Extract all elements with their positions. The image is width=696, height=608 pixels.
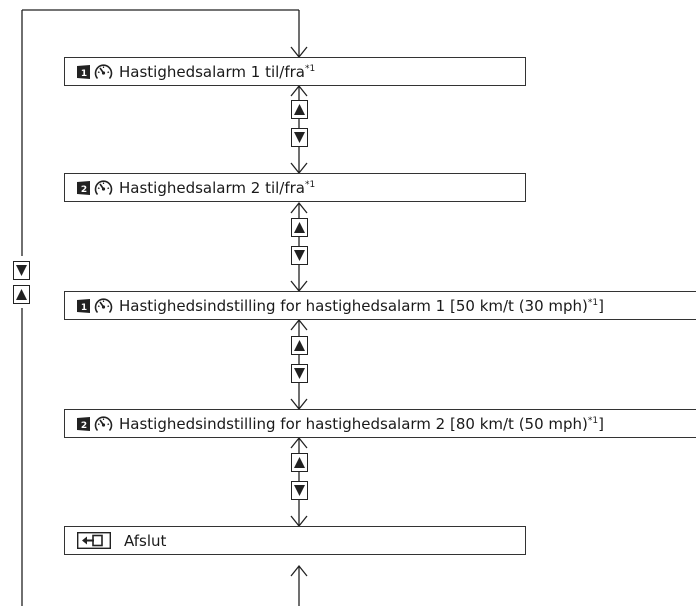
menu-item-speed-setting-alarm-1[interactable]: 1 Hastighedsindstilling for hastighedsal…: [64, 291, 696, 320]
down-arrow-button[interactable]: [291, 364, 308, 383]
triangle-down-icon: [294, 485, 305, 496]
display-2-icon: 2: [77, 180, 90, 195]
svg-text:1: 1: [81, 303, 87, 313]
display-1-icon: 1: [77, 64, 90, 79]
down-arrow-button[interactable]: [291, 246, 308, 265]
up-arrow-button[interactable]: [291, 100, 308, 119]
svg-text:2: 2: [81, 421, 87, 431]
menu-item-speed-alarm-2-toggle[interactable]: 2 Hastighedsalarm 2 til/fra*1: [64, 173, 526, 202]
speedometer-icon: [94, 297, 113, 315]
menu-item-exit[interactable]: Afslut: [64, 526, 526, 555]
exit-return-icon: [77, 532, 111, 549]
triangle-down-icon: [16, 265, 27, 276]
down-arrow-button[interactable]: [13, 261, 30, 280]
menu-item-label: Hastighedsindstilling for hastighedsalar…: [119, 414, 604, 433]
menu-item-label: Hastighedsalarm 1 til/fra*1: [119, 62, 316, 81]
triangle-up-icon: [294, 104, 305, 115]
triangle-down-icon: [294, 250, 305, 261]
triangle-down-icon: [294, 132, 305, 143]
display-2-icon: 2: [77, 416, 90, 431]
speedometer-icon: [94, 63, 113, 81]
triangle-up-icon: [294, 222, 305, 233]
speedometer-icon: [94, 415, 113, 433]
menu-item-speed-setting-alarm-2[interactable]: 2 Hastighedsindstilling for hastighedsal…: [64, 409, 696, 438]
menu-item-label: Afslut: [124, 531, 167, 550]
down-arrow-button[interactable]: [291, 128, 308, 147]
down-arrow-button[interactable]: [291, 481, 308, 500]
up-arrow-button[interactable]: [291, 453, 308, 472]
triangle-down-icon: [294, 368, 305, 379]
menu-item-speed-alarm-1-toggle[interactable]: 1 Hastighedsalarm 1 til/fra*1: [64, 57, 526, 86]
triangle-up-icon: [16, 289, 27, 300]
up-arrow-button[interactable]: [291, 218, 308, 237]
triangle-up-icon: [294, 457, 305, 468]
svg-text:1: 1: [81, 69, 87, 79]
up-arrow-button[interactable]: [291, 336, 308, 355]
svg-text:2: 2: [81, 185, 87, 195]
menu-item-label: Hastighedsalarm 2 til/fra*1: [119, 178, 316, 197]
menu-item-label: Hastighedsindstilling for hastighedsalar…: [119, 296, 604, 315]
up-arrow-button[interactable]: [13, 285, 30, 304]
triangle-up-icon: [294, 340, 305, 351]
display-1-icon: 1: [77, 298, 90, 313]
speedometer-icon: [94, 179, 113, 197]
